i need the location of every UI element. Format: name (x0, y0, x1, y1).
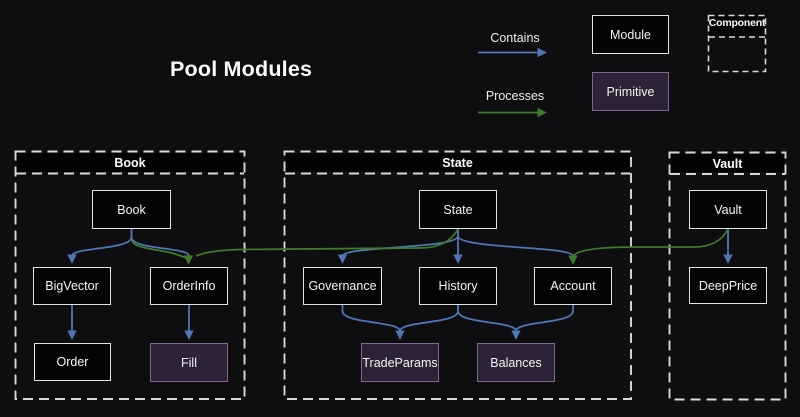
edge-governance-contains-tradeparams (341, 305, 405, 340)
node-state: State (419, 190, 497, 229)
node-order: Order (34, 343, 111, 381)
edge-state-processes-orderinfo-head (130, 238, 194, 265)
page-title: Pool Modules (170, 57, 313, 81)
node-history-label: History (438, 279, 478, 293)
node-account: Account (534, 267, 612, 305)
node-deepprice: DeepPrice (689, 267, 767, 304)
legend-primitive-label: Primitive (606, 84, 655, 99)
edge-vault-processes-account (568, 228, 729, 265)
node-vault-label: Vault (714, 202, 742, 217)
node-deepprice-label: DeepPrice (698, 278, 758, 293)
node-order-label: Order (56, 355, 89, 369)
node-history: History (419, 267, 497, 305)
node-orderinfo-label: OrderInfo (162, 279, 216, 293)
node-account-label: Account (550, 279, 596, 293)
edge-state-contains-governance (337, 229, 459, 264)
node-tradeparams-label: TradeParams (362, 355, 438, 370)
edge-history-contains-tradeparams (399, 305, 459, 338)
edge-history-contains-balances (457, 305, 521, 340)
edge-state-contains-account (457, 229, 574, 260)
edge-book-contains-bigvector (67, 229, 133, 264)
book-container-label: Book (114, 156, 146, 170)
legend-primitive-box: Primitive (592, 72, 669, 111)
node-balances: Balances (477, 343, 555, 382)
vault-container-label: Vault (712, 157, 743, 171)
legend-component-label: Component (708, 17, 766, 29)
node-book-label: Book (117, 202, 146, 217)
edge-account-contains-balances (515, 305, 574, 338)
node-bigvector: BigVector (33, 267, 111, 305)
node-bigvector-label: BigVector (45, 279, 99, 293)
node-governance-label: Governance (308, 279, 377, 293)
legend-module-box: Module (592, 15, 669, 54)
legend-contains-label: Contains (490, 31, 540, 45)
node-fill: Fill (150, 343, 228, 382)
node-governance: Governance (303, 267, 382, 305)
legend-processes-label: Processes (485, 89, 545, 103)
edge-book-contains-orderinfo (130, 229, 190, 262)
state-container-label: State (442, 156, 473, 170)
node-book: Book (92, 190, 171, 229)
node-tradeparams: TradeParams (361, 343, 439, 382)
node-vault: Vault (689, 190, 767, 229)
node-orderinfo: OrderInfo (150, 267, 228, 305)
edge-state-processes-orderinfo-trunk (195, 228, 459, 257)
legend-module-label: Module (610, 27, 651, 42)
node-fill-label: Fill (181, 355, 197, 370)
node-balances-label: Balances (490, 355, 542, 370)
node-state-label: State (443, 202, 473, 217)
